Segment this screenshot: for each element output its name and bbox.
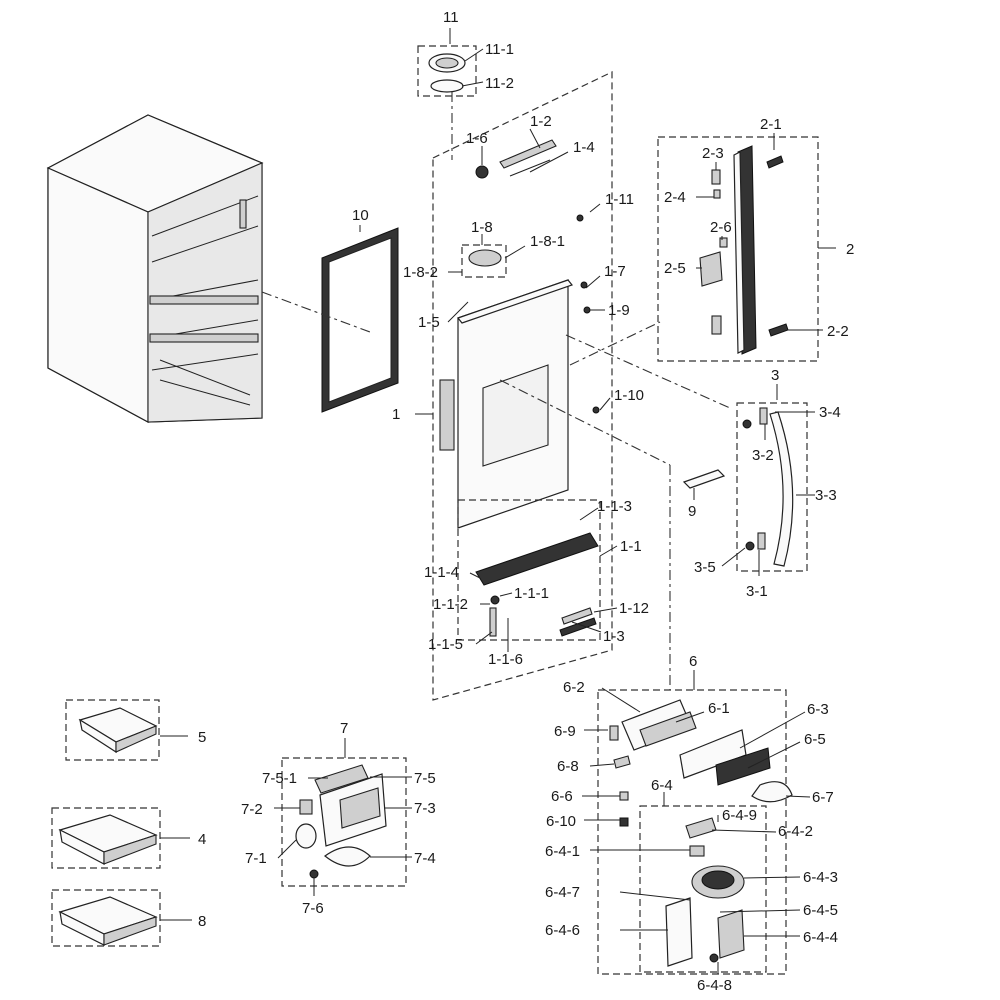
part-label: 6-4-4 bbox=[803, 929, 838, 946]
part-label: 6-4 bbox=[651, 777, 673, 794]
part-label: 7-5 bbox=[414, 770, 436, 787]
hinge-parts bbox=[468, 139, 600, 414]
part-label: 1-1-6 bbox=[488, 651, 523, 668]
part-label: 1-4 bbox=[573, 139, 595, 156]
part-label: 2 bbox=[846, 241, 854, 258]
part-label: 1-6 bbox=[466, 130, 488, 147]
leader-lines bbox=[160, 28, 836, 974]
door-gasket bbox=[321, 227, 399, 413]
part-label: 1-2 bbox=[530, 113, 552, 130]
part-label: 6-4-6 bbox=[545, 922, 580, 939]
part-label: 3 bbox=[771, 367, 779, 384]
part-label: 6-4-2 bbox=[778, 823, 813, 840]
part-label: 7-1 bbox=[245, 850, 267, 867]
part-label: 1-1-2 bbox=[433, 596, 468, 613]
part-label: 6-1 bbox=[708, 700, 730, 717]
part-label: 3-4 bbox=[819, 404, 841, 421]
part-labels: 11 11-1 11-2 1-2 1-6 1-4 1-11 10 1-8 1-8… bbox=[198, 9, 854, 994]
refrigerator-cabinet bbox=[46, 114, 264, 424]
door-panel bbox=[439, 279, 573, 529]
part-label: 1-7 bbox=[604, 263, 626, 280]
part-label: 7-2 bbox=[241, 801, 263, 818]
part-label: 1-5 bbox=[418, 314, 440, 331]
ice-maker-assembly bbox=[295, 764, 387, 879]
part-label: 11-2 bbox=[485, 75, 514, 92]
bin-8 bbox=[58, 896, 158, 946]
part-label: 6-2 bbox=[563, 679, 585, 696]
part-label: 5 bbox=[198, 729, 206, 746]
part-label: 1-1-3 bbox=[597, 498, 632, 515]
part-label: 9 bbox=[688, 503, 696, 520]
part-label: 2-6 bbox=[710, 219, 732, 236]
part-label: 6-4-1 bbox=[545, 843, 580, 860]
part-label: 1-10 bbox=[614, 387, 644, 404]
part-label: 1-1 bbox=[620, 538, 642, 555]
part-label: 2-5 bbox=[664, 260, 686, 277]
part-label: 11-1 bbox=[485, 41, 514, 58]
part-label: 1-8 bbox=[471, 219, 493, 236]
part-label: 6-6 bbox=[551, 788, 573, 805]
part-label: 6-3 bbox=[807, 701, 829, 718]
part-label: 6-4-8 bbox=[697, 977, 732, 994]
dispenser-assembly bbox=[609, 699, 793, 967]
part-label: 6-4-3 bbox=[803, 869, 838, 886]
part-label: 11 bbox=[443, 9, 459, 26]
part-label: 2-3 bbox=[702, 145, 724, 162]
part-label: 7 bbox=[340, 720, 348, 737]
part-label: 10 bbox=[352, 207, 369, 224]
part-label: 6-4-5 bbox=[803, 902, 838, 919]
part-label: 6 bbox=[689, 653, 697, 670]
part-label: 6-10 bbox=[546, 813, 576, 830]
part-label: 1-9 bbox=[608, 302, 630, 319]
part-label: 2-2 bbox=[827, 323, 849, 340]
part-label: 1-3 bbox=[603, 628, 625, 645]
part-label: 7-3 bbox=[414, 800, 436, 817]
part-label: 8 bbox=[198, 913, 206, 930]
part-label: 6-7 bbox=[812, 789, 834, 806]
part-label: 6-8 bbox=[557, 758, 579, 775]
part-label: 7-5-1 bbox=[262, 770, 297, 787]
door-handle-assembly bbox=[699, 145, 789, 355]
part-label: 3-3 bbox=[815, 487, 837, 504]
part-label: 1-1-4 bbox=[424, 564, 459, 581]
part-label: 7-6 bbox=[302, 900, 324, 917]
part-label: 3-5 bbox=[694, 559, 716, 576]
bin-4 bbox=[58, 814, 158, 865]
part-label: 2-4 bbox=[664, 189, 686, 206]
part-label: 1-11 bbox=[605, 191, 634, 208]
part-label: 1-1-1 bbox=[514, 585, 549, 602]
part-label: 1 bbox=[392, 406, 400, 423]
bin-5 bbox=[78, 707, 158, 754]
cap-parts bbox=[428, 53, 466, 93]
part-label: 1-8-1 bbox=[530, 233, 565, 250]
part-label: 1-1-5 bbox=[428, 636, 463, 653]
part-label: 3-1 bbox=[746, 583, 768, 600]
part-label: 3-2 bbox=[752, 447, 774, 464]
bar-handle bbox=[682, 407, 794, 567]
part-label: 4 bbox=[198, 831, 206, 848]
dispenser-lever-parts bbox=[475, 532, 599, 637]
part-label: 6-9 bbox=[554, 723, 576, 740]
part-label: 6-4-7 bbox=[545, 884, 580, 901]
part-label: 6-4-9 bbox=[722, 807, 757, 824]
part-label: 6-5 bbox=[804, 731, 826, 748]
part-label: 7-4 bbox=[414, 850, 436, 867]
part-label: 1-12 bbox=[619, 600, 649, 617]
part-label: 1-8-2 bbox=[403, 264, 438, 281]
part-label: 2-1 bbox=[760, 116, 782, 133]
